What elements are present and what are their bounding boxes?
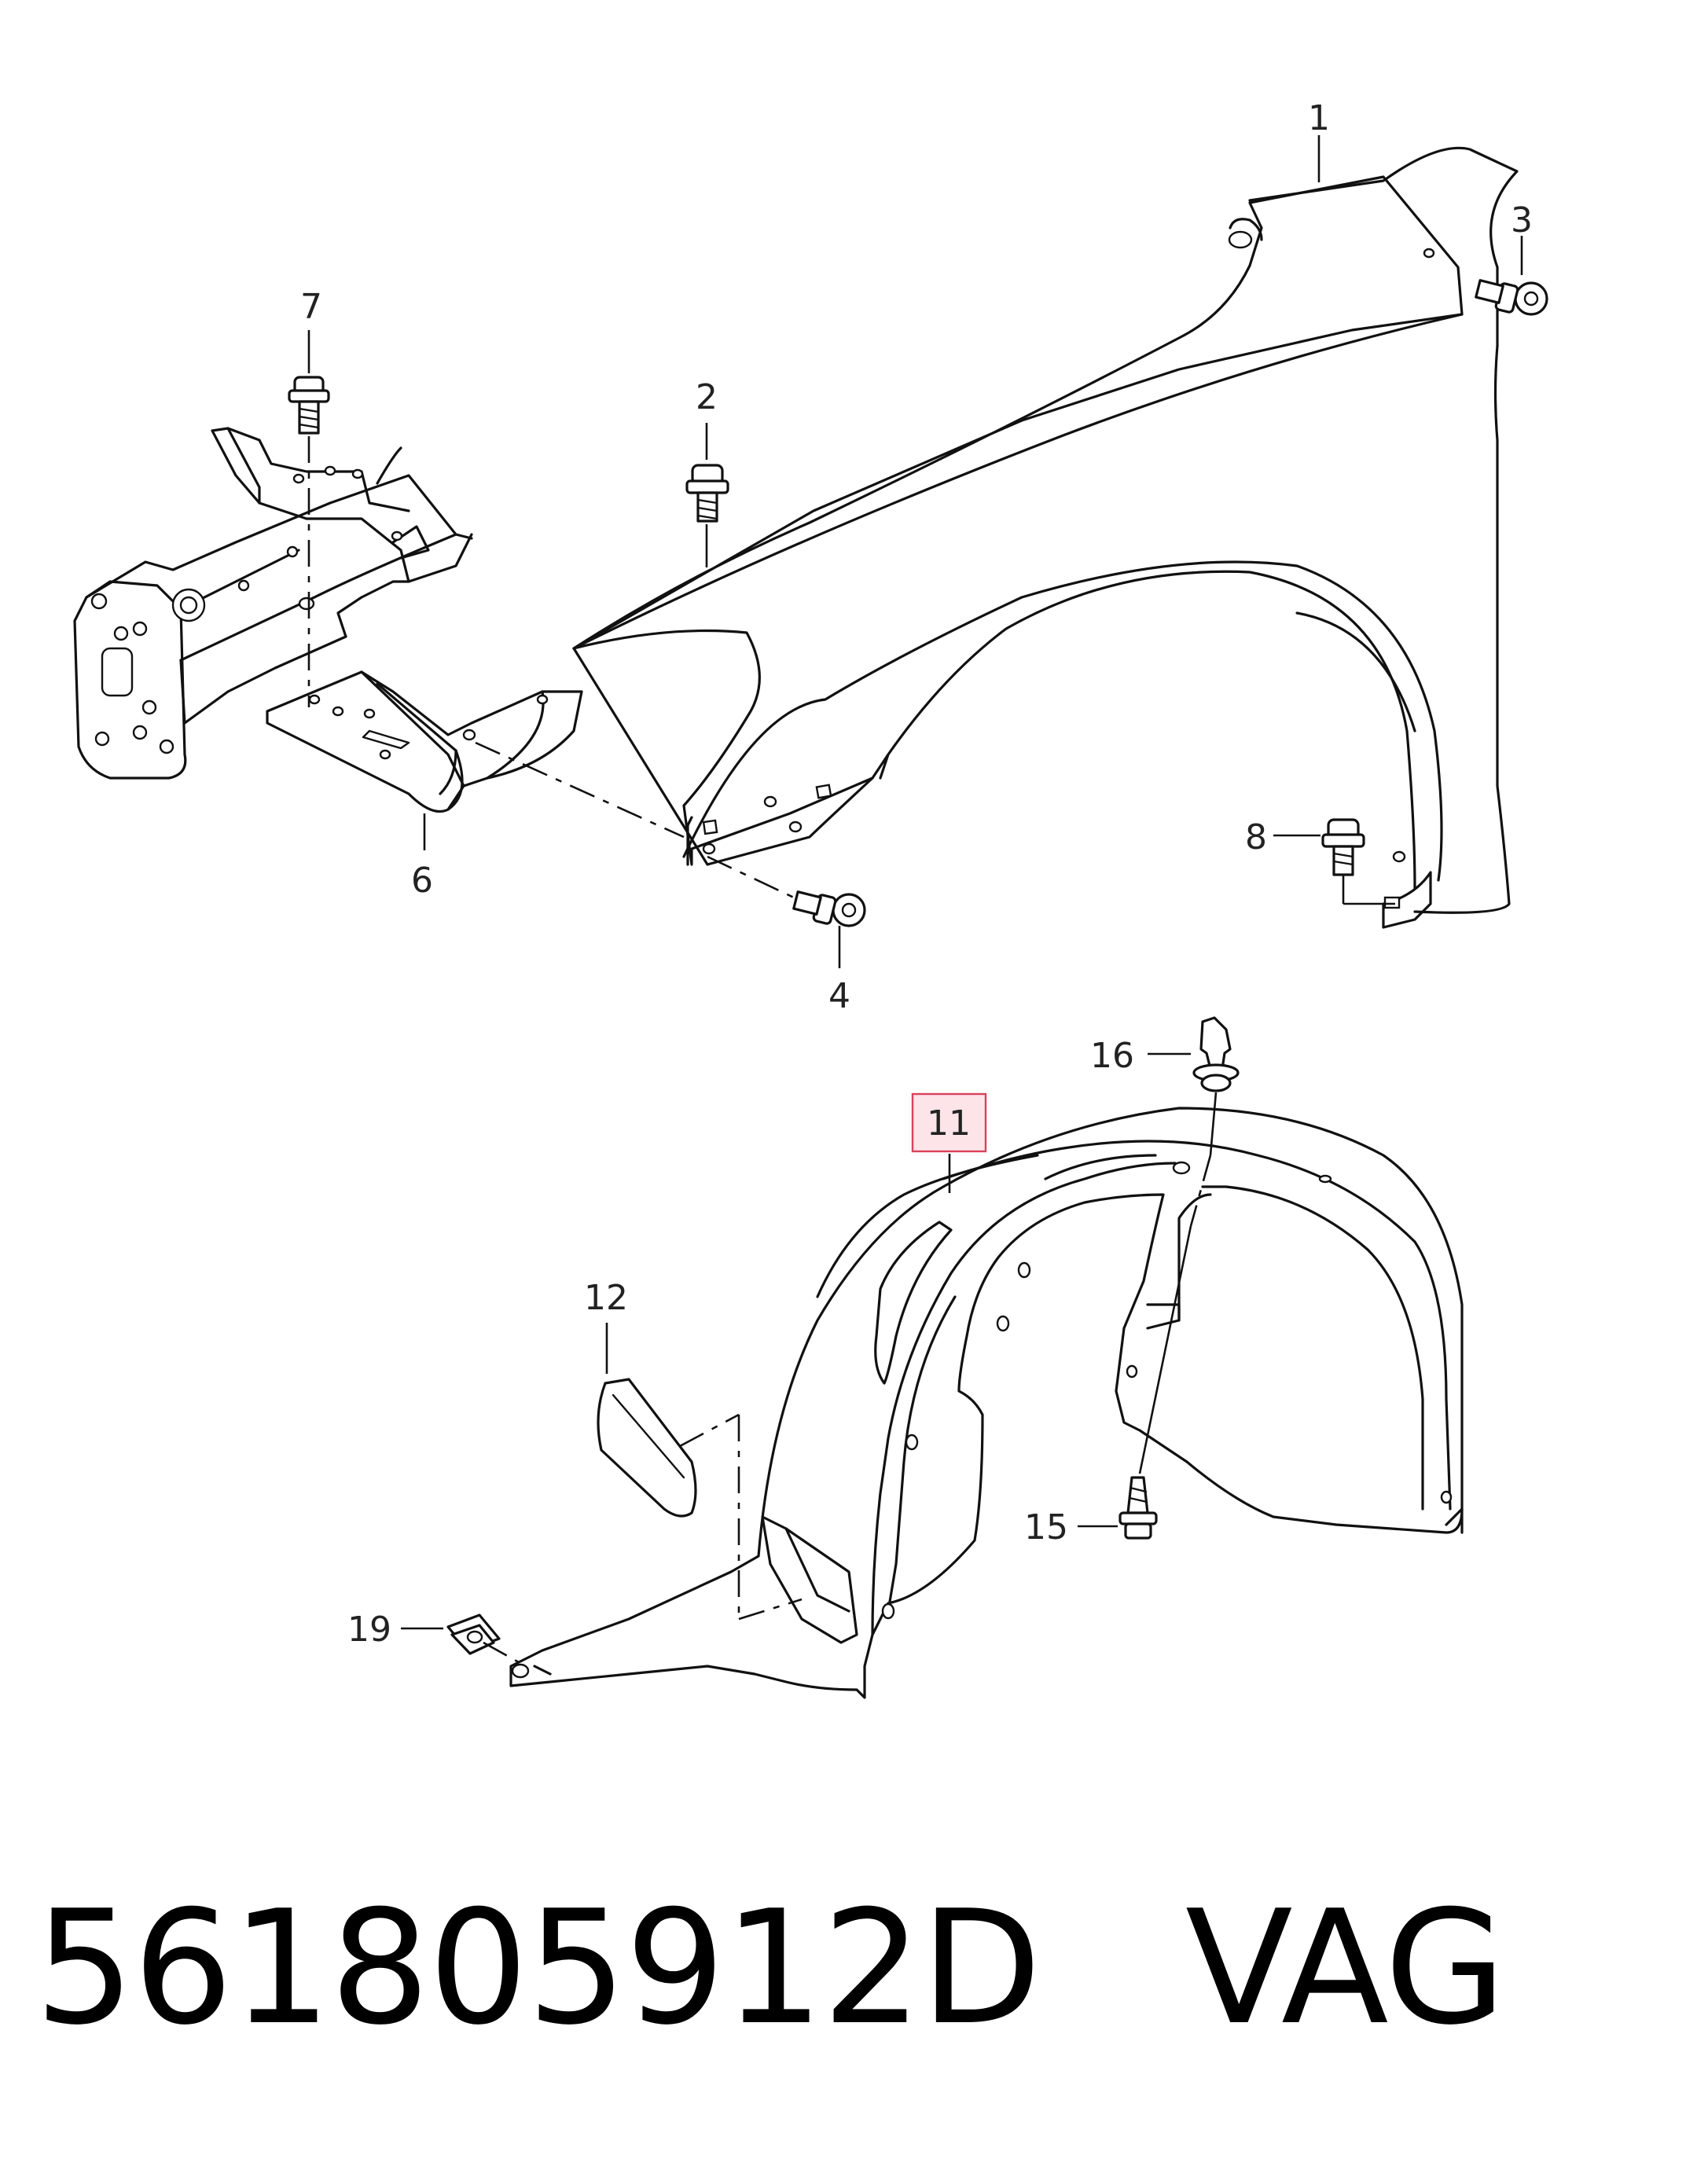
callout-16: 16 xyxy=(1090,1036,1134,1076)
callout-11-highlight xyxy=(911,1092,987,1153)
bolt-4[interactable] xyxy=(792,890,866,927)
callout-3: 3 xyxy=(1511,200,1533,240)
assembly-dash-lines xyxy=(307,436,1212,1664)
fender-part[interactable] xyxy=(572,146,1519,929)
bolt-8[interactable] xyxy=(1321,818,1365,876)
clip-nut-19[interactable] xyxy=(446,1613,501,1655)
clip-16[interactable] xyxy=(1192,1016,1240,1092)
footer-caption: 561805912D VAG xyxy=(35,1877,1506,2060)
callout-8: 8 xyxy=(1245,817,1267,857)
leader-lines xyxy=(307,135,1523,1630)
seal-pad[interactable] xyxy=(597,1378,697,1518)
footer-spacer xyxy=(1040,1877,1185,2060)
brand-name: VAG xyxy=(1185,1877,1506,2060)
callout-7: 7 xyxy=(300,287,322,327)
callout-15: 15 xyxy=(1024,1507,1068,1547)
wheel-housing-liner[interactable] xyxy=(509,1107,1464,1699)
callout-4: 4 xyxy=(828,976,850,1016)
front-carrier-frame[interactable] xyxy=(73,427,473,780)
bolt-3[interactable] xyxy=(1475,279,1548,316)
callout-1: 1 xyxy=(1308,98,1330,138)
callout-11: 11 xyxy=(927,1103,971,1144)
bracket-part[interactable] xyxy=(266,670,583,813)
screw-15[interactable] xyxy=(1118,1476,1158,1540)
callout-19: 19 xyxy=(347,1610,391,1650)
callout-2: 2 xyxy=(696,377,718,417)
part-number: 561805912D xyxy=(35,1877,1041,2060)
callout-12: 12 xyxy=(584,1278,628,1318)
callout-6: 6 xyxy=(411,861,433,901)
bolt-2[interactable] xyxy=(685,464,729,523)
bolt-7[interactable] xyxy=(288,376,330,435)
